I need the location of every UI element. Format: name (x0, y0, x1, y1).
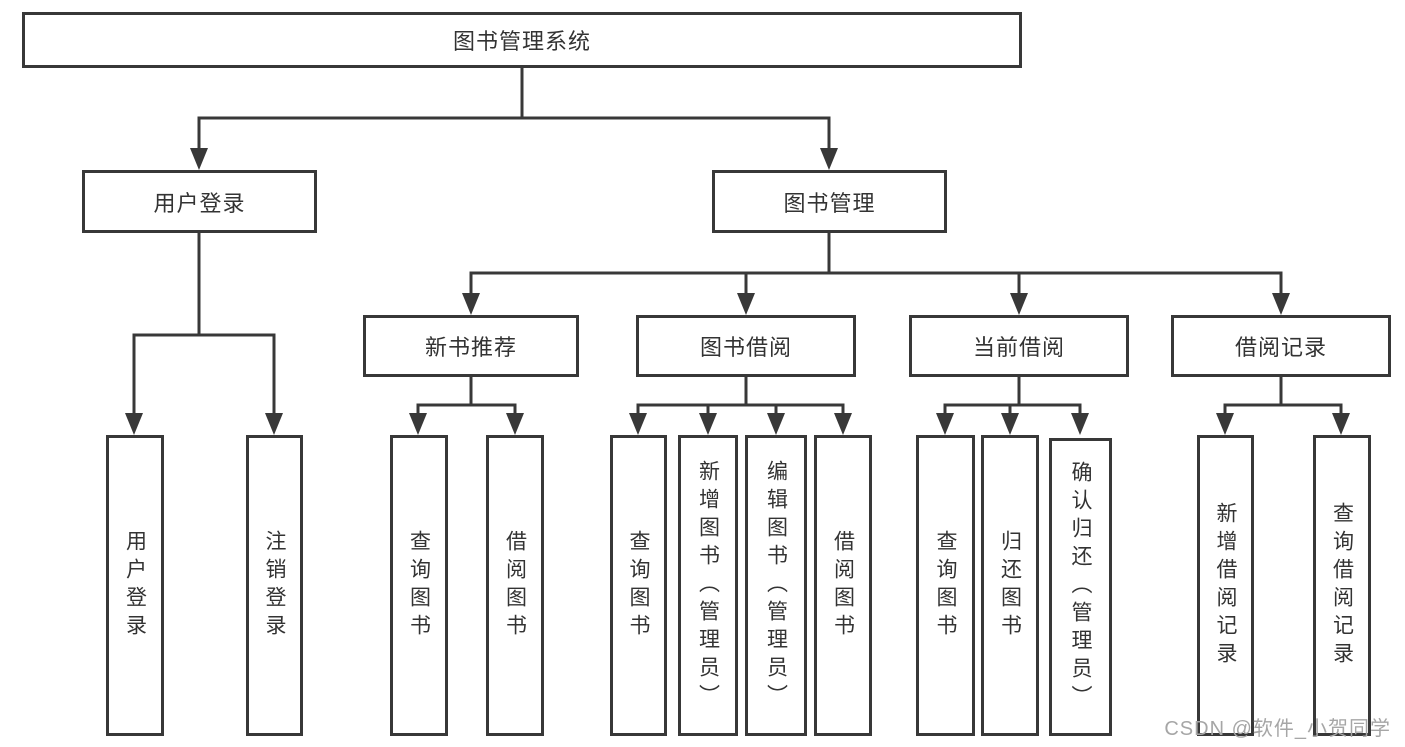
connector-book-borrowing (636, 375, 845, 417)
arrowhead-icon (1216, 413, 1234, 435)
arrowhead-icon (737, 293, 755, 315)
connector-user-login (132, 231, 276, 417)
arrowheads (125, 148, 1350, 435)
arrowhead-icon (767, 413, 785, 435)
arrowhead-icon (820, 148, 838, 170)
arrowhead-icon (462, 293, 480, 315)
leaf-query-books-recommend: 查询图书 (390, 435, 448, 736)
arrowhead-icon (699, 413, 717, 435)
node-current-borrowing: 当前借阅 (909, 315, 1129, 377)
arrowhead-icon (1071, 413, 1089, 435)
connector-root (197, 66, 831, 152)
leaf-user-login: 用户登录 (106, 435, 164, 736)
leaf-edit-book-admin: 编辑图书（管理员） (745, 435, 807, 736)
node-book-borrowing: 图书借阅 (636, 315, 856, 377)
connector-new-book-recommend (416, 375, 517, 417)
connector-book-management (469, 231, 1283, 297)
arrowhead-icon (409, 413, 427, 435)
leaf-query-borrow-record: 查询借阅记录 (1313, 435, 1371, 736)
leaf-query-books-current: 查询图书 (916, 435, 975, 736)
leaf-query-books-borrowing: 查询图书 (610, 435, 667, 736)
arrowhead-icon (1332, 413, 1350, 435)
node-user-login: 用户登录 (82, 170, 317, 233)
arrowhead-icon (936, 413, 954, 435)
arrowhead-icon (125, 413, 143, 435)
csdn-watermark: CSDN @软件_小贺同学 (1164, 718, 1391, 740)
leaf-add-borrow-record: 新增借阅记录 (1197, 435, 1254, 736)
node-book-management: 图书管理 (712, 170, 947, 233)
node-new-book-recommend: 新书推荐 (363, 315, 579, 377)
leaf-return-book: 归还图书 (981, 435, 1039, 736)
leaf-logout: 注销登录 (246, 435, 303, 736)
leaf-add-book-admin: 新增图书（管理员） (678, 435, 738, 736)
arrowhead-icon (506, 413, 524, 435)
node-library-system: 图书管理系统 (22, 12, 1022, 68)
node-borrowing-records: 借阅记录 (1171, 315, 1391, 377)
connector-current-borrowing (943, 375, 1082, 417)
connector-borrowing-records (1223, 375, 1343, 417)
arrowhead-icon (190, 148, 208, 170)
leaf-confirm-return-admin: 确认归还（管理员） (1049, 438, 1112, 736)
arrowhead-icon (1010, 293, 1028, 315)
arrowhead-icon (1001, 413, 1019, 435)
arrowhead-icon (1272, 293, 1290, 315)
arrowhead-icon (629, 413, 647, 435)
arrowhead-icon (834, 413, 852, 435)
leaf-borrow-books-recommend: 借阅图书 (486, 435, 544, 736)
leaf-borrow-book: 借阅图书 (814, 435, 872, 736)
arrowhead-icon (265, 413, 283, 435)
